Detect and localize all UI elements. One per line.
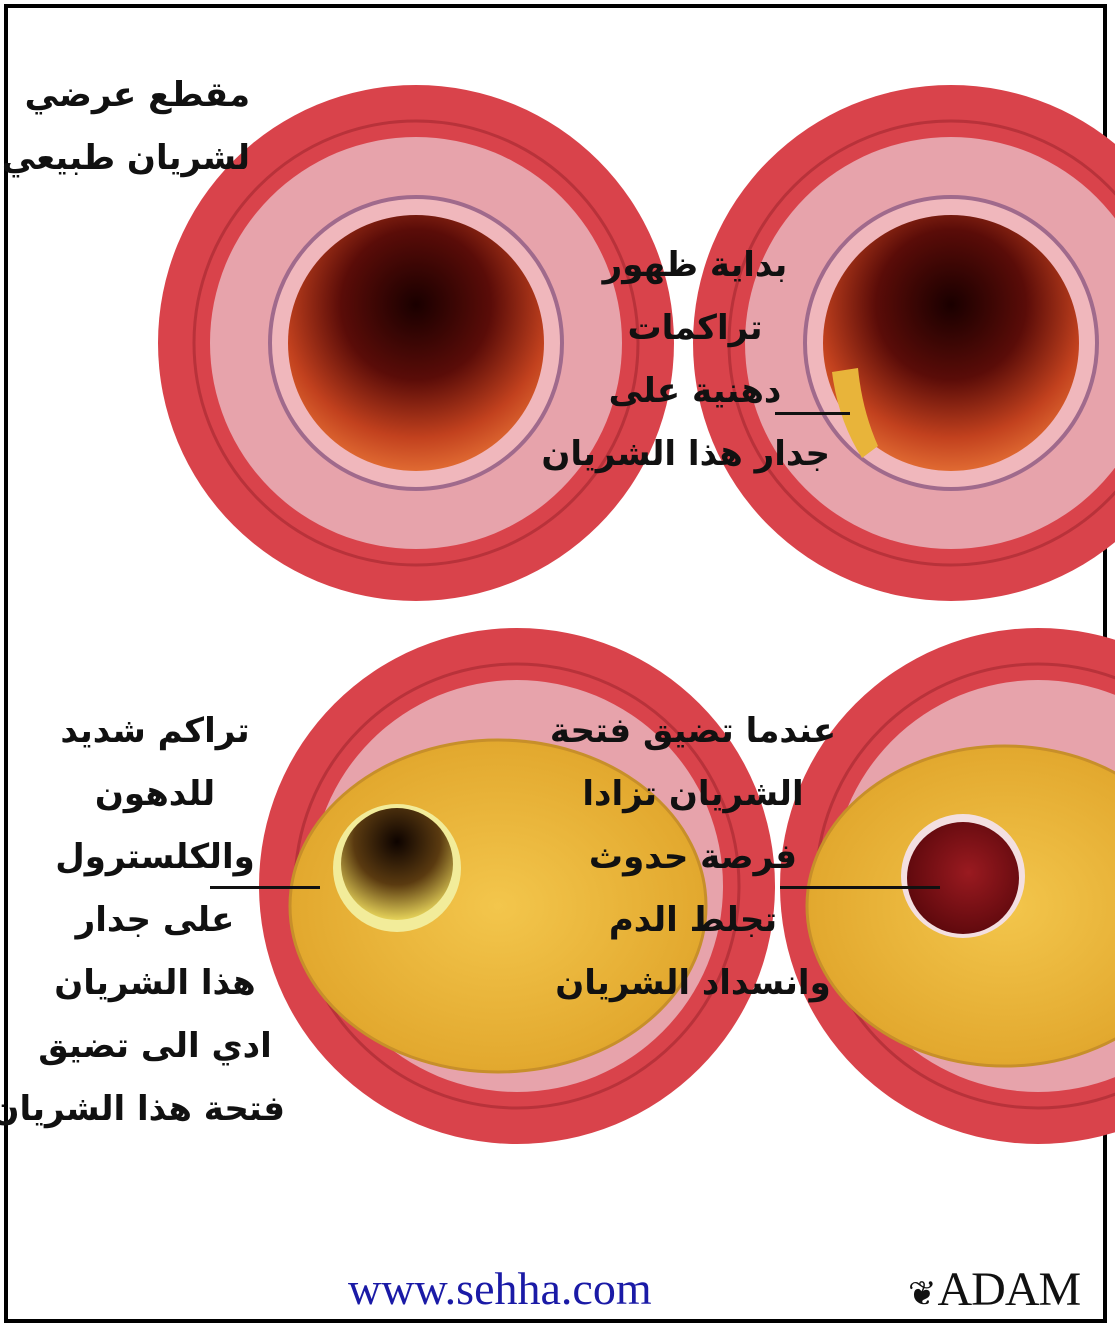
normal-artery-label: مقطع عرضي لشريان طبيعي [30, 64, 250, 190]
clot-label-line-4: تجلط الدم [548, 889, 838, 952]
severe-label-line-5: هذا الشريان [25, 952, 285, 1015]
severe-label-line-7: فتحة هذا الشريان [25, 1078, 285, 1141]
severe-label-line-4: على جدار [25, 889, 285, 952]
severe-label-line-1: تراكم شديد [25, 700, 285, 763]
normal-label-line-1: مقطع عرضي [30, 64, 250, 127]
severe-label-line-6: ادي الى تضيق [25, 1015, 285, 1078]
severe-label-line-3: والكلسترول [25, 826, 285, 889]
clot-label-line-2: الشريان تزادا [548, 763, 838, 826]
clot-label: عندما تضيق فتحة الشريان تزادا فرصة حدوث … [548, 700, 838, 1015]
normal-label-line-2: لشريان طبيعي [30, 127, 250, 190]
severe-plaque-label: تراكم شديد للدهون والكلسترول على جدار هذ… [25, 700, 285, 1141]
severe-label-line-2: للدهون [25, 763, 285, 826]
adam-logo-text: ADAM [938, 1263, 1081, 1316]
early-plaque-label: بداية ظهور تراكمات دهنية على جدار هذا ال… [560, 234, 830, 486]
adam-logo: ❦ADAM [908, 1262, 1080, 1317]
clot-label-line-3: فرصة حدوث [548, 826, 838, 889]
early-label-line-3: دهنية على [560, 360, 830, 423]
website-url[interactable]: www.sehha.com [348, 1262, 652, 1315]
early-label-line-4: جدار هذا الشريان [560, 423, 830, 486]
early-label-line-1: بداية ظهور [560, 234, 830, 297]
early-label-line-2: تراكمات [560, 297, 830, 360]
clot-label-line-1: عندما تضيق فتحة [548, 700, 838, 763]
clot-label-line-5: وانسداد الشريان [548, 952, 838, 1015]
leaf-icon: ❦ [908, 1274, 936, 1314]
